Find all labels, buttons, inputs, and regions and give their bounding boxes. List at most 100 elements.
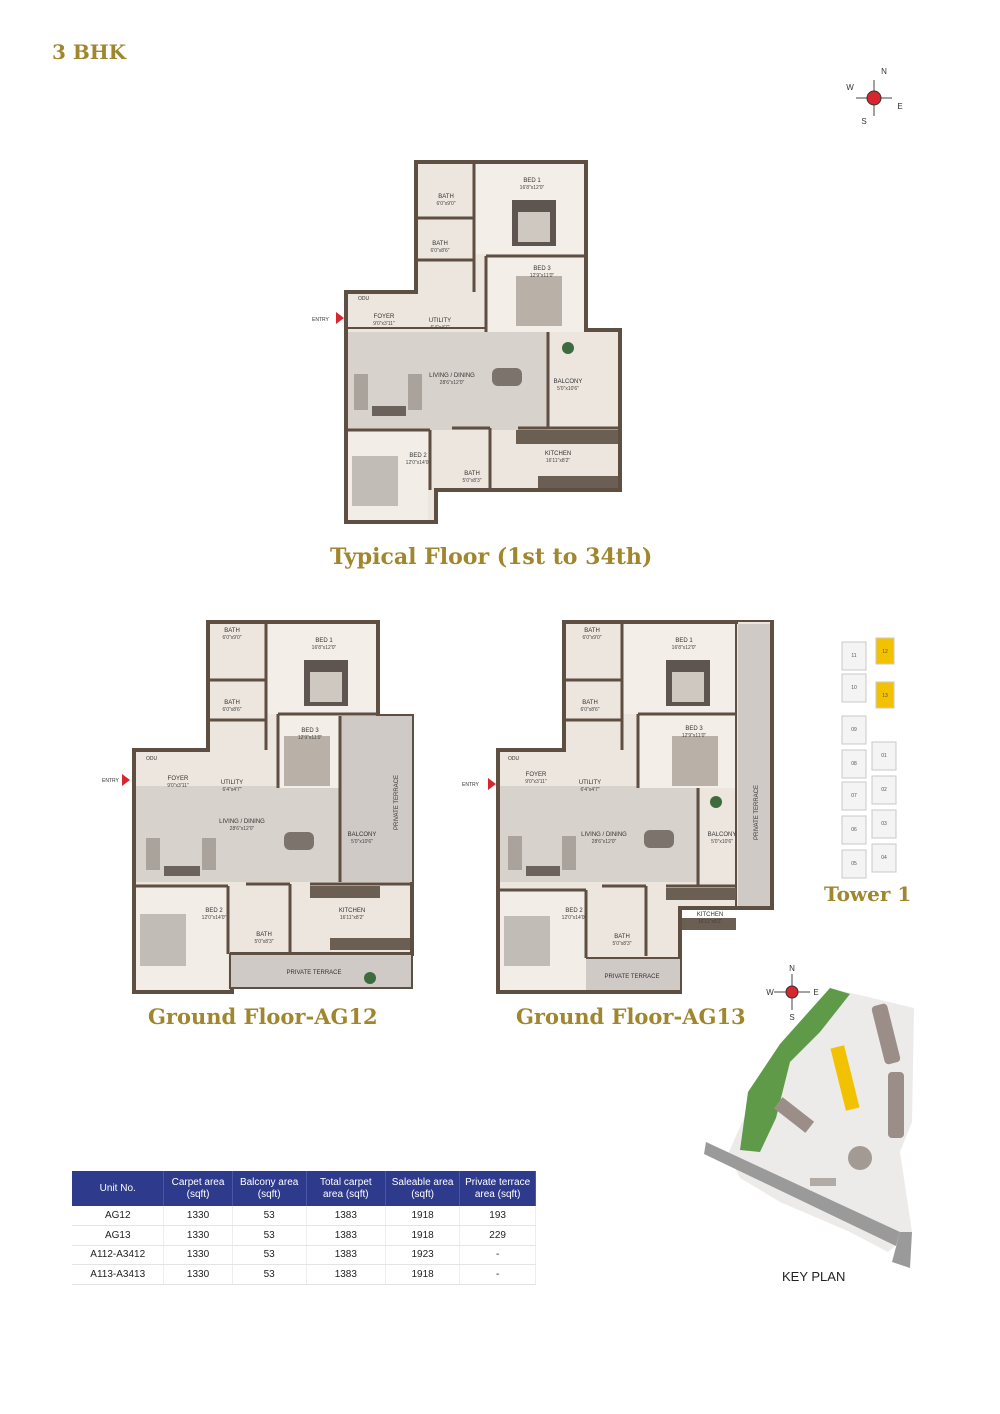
compass-site: N W E S: [762, 962, 822, 1027]
tower-unit-03: [871, 809, 897, 839]
compass-s: S: [861, 117, 866, 126]
room-bath-top: BATH: [438, 194, 454, 200]
svg-text:E: E: [813, 988, 818, 997]
tower-unit-label: 09: [851, 727, 857, 733]
entry-label: ENTRY: [102, 778, 120, 784]
unit-area-table: Unit No. Carpet area (sqft) Balcony area…: [72, 1171, 536, 1285]
tower-unit-05: [841, 849, 867, 879]
svg-text:6'4"x4'7": 6'4"x4'7": [222, 787, 241, 793]
key-plan-label: KEY PLAN: [782, 1269, 846, 1284]
svg-text:12'0"x14'0": 12'0"x14'0": [202, 915, 227, 921]
tower-unit-02: [871, 775, 897, 805]
tower-unit-label: 08: [851, 761, 857, 767]
room-bed3: BED 3: [533, 266, 551, 272]
tower-unit-label: 13: [882, 693, 888, 699]
floor-plan-ag13: ENTRY ODU PRIVATE TERRACE PRIVATE TERRAC…: [460, 620, 780, 996]
svg-text:6'4"x4'7": 6'4"x4'7": [580, 787, 599, 793]
tower-unit-09: [841, 715, 867, 745]
room-bath-top: BATH: [224, 628, 240, 634]
svg-text:9'0"x3'11": 9'0"x3'11": [167, 783, 189, 789]
tower-unit-11: [841, 641, 867, 671]
tower-unit-label: 03: [881, 821, 887, 827]
svg-text:5'0"x10'6": 5'0"x10'6": [711, 839, 733, 845]
room-bath-mid: BATH: [432, 241, 448, 247]
svg-text:12'9"x11'0": 12'9"x11'0": [530, 273, 554, 279]
private-terrace-bottom: PRIVATE TERRACE: [286, 970, 341, 976]
room-bed2: BED 2: [565, 908, 583, 914]
tower-unit-06: [841, 815, 867, 845]
private-terrace-side: PRIVATE TERRACE: [754, 785, 760, 840]
compass-rose-icon: [866, 90, 882, 106]
room-bath-mid: BATH: [582, 700, 598, 706]
room-living: LIVING / DINING: [581, 832, 627, 838]
svg-text:16'11"x8'2": 16'11"x8'2": [340, 915, 364, 921]
tower-unit-label: 06: [851, 827, 857, 833]
svg-text:6'0"x9'0": 6'0"x9'0": [436, 201, 455, 207]
svg-text:16'8"x12'0": 16'8"x12'0": [520, 185, 545, 191]
compass-w: W: [846, 83, 854, 92]
svg-text:12'9"x11'0": 12'9"x11'0": [298, 735, 322, 741]
caption-ag12: Ground Floor-AG12: [148, 1004, 378, 1029]
header-balcony-area: Balcony area (sqft): [232, 1171, 307, 1206]
caption-ag13: Ground Floor-AG13: [516, 1004, 746, 1029]
compass-n: N: [881, 67, 887, 76]
svg-text:28'6"x12'0": 28'6"x12'0": [592, 839, 617, 845]
room-balcony: BALCONY: [708, 832, 737, 838]
svg-text:9'0"x3'11": 9'0"x3'11": [525, 779, 547, 785]
room-bed3: BED 3: [301, 728, 319, 734]
private-terrace-bottom: PRIVATE TERRACE: [604, 974, 659, 980]
svg-text:5'0"x8'3": 5'0"x8'3": [462, 478, 481, 484]
odu-label: ODU: [146, 756, 158, 762]
svg-text:12'0"x14'0": 12'0"x14'0": [562, 915, 587, 921]
svg-text:6'0"x8'6": 6'0"x8'6": [222, 707, 241, 713]
room-bath-low: BATH: [256, 932, 272, 938]
room-kitchen: KITCHEN: [339, 908, 365, 914]
tower-unit-label: 02: [881, 787, 887, 793]
room-bed2: BED 2: [205, 908, 223, 914]
floor-plan-typical: ENTRY ODU BATH 6'0"x9'0" BED 1 16'8"x12'…: [310, 160, 630, 532]
compass-rose-icon: [785, 985, 799, 999]
room-foyer: FOYER: [526, 772, 547, 778]
svg-text:S: S: [789, 1013, 794, 1022]
tower-unit-08: [841, 749, 867, 779]
svg-text:6'0"x9'0": 6'0"x9'0": [582, 635, 601, 641]
svg-text:6'0"x9'0": 6'0"x9'0": [222, 635, 241, 641]
room-foyer: FOYER: [168, 776, 189, 782]
header-total-carpet-area: Total carpet area (sqft): [306, 1171, 386, 1206]
room-kitchen: KITCHEN: [545, 451, 571, 457]
svg-text:12'0"x14'0": 12'0"x14'0": [406, 460, 431, 466]
svg-text:5'0"x8'3": 5'0"x8'3": [612, 941, 631, 947]
tower-unit-07: [841, 781, 867, 811]
svg-text:5'0"x10'6": 5'0"x10'6": [557, 386, 579, 392]
entry-label: ENTRY: [462, 782, 480, 788]
highlighted-tower: [830, 1045, 860, 1111]
header-unit-no: Unit No.: [72, 1171, 165, 1206]
svg-text:6'0"x8'6": 6'0"x8'6": [430, 248, 449, 254]
entry-label: ENTRY: [312, 317, 330, 323]
svg-text:16'8"x12'0": 16'8"x12'0": [312, 645, 337, 651]
room-utility: UTILITY: [429, 318, 451, 324]
room-living: LIVING / DINING: [219, 819, 265, 825]
tower-unit-01: [871, 741, 897, 771]
page-heading: 3 BHK: [52, 40, 127, 64]
private-terrace-side: PRIVATE TERRACE: [394, 775, 400, 830]
svg-text:12'9"x11'0": 12'9"x11'0": [682, 733, 706, 739]
svg-text:5'0"x10'6": 5'0"x10'6": [351, 839, 373, 845]
room-bed1: BED 1: [675, 638, 693, 644]
tower-unit-label: 11: [851, 653, 856, 659]
table-header-row: Unit No. Carpet area (sqft) Balcony area…: [72, 1171, 536, 1206]
tower-unit-10: [841, 673, 867, 703]
caption-typical-floor: Typical Floor (1st to 34th): [330, 544, 653, 570]
svg-text:16'8"x12'0": 16'8"x12'0": [672, 645, 697, 651]
room-bath-mid: BATH: [224, 700, 240, 706]
tower-unit-12: [875, 637, 895, 665]
caption-tower: Tower 1: [824, 882, 912, 906]
tower-unit-label: 01: [881, 753, 887, 759]
svg-text:W: W: [766, 988, 774, 997]
room-bath-low: BATH: [614, 934, 630, 940]
tower-unit-13: [875, 681, 895, 709]
